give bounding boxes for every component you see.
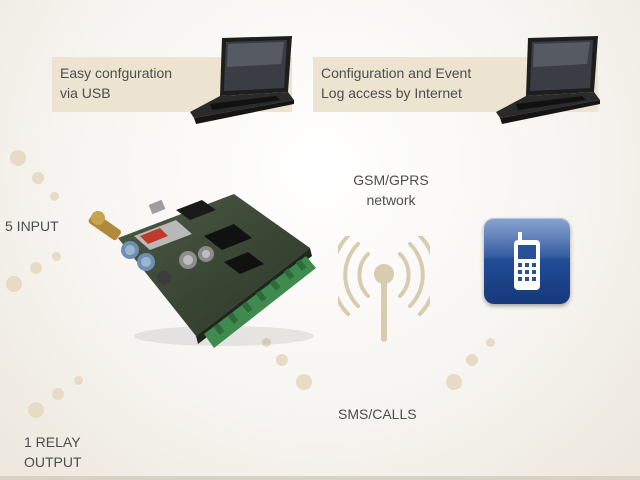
bottom-divider [0, 476, 640, 480]
internet-config-line-2: Log access by Internet [321, 85, 462, 101]
network-label-line-2: network [366, 192, 416, 208]
usb-config-line-2: via USB [60, 85, 111, 101]
gsm-module-board [88, 194, 316, 348]
network-label: GSM/GPRS network [341, 170, 441, 210]
mobile-phone-tile [484, 218, 570, 304]
mobile-phone-icon [514, 232, 540, 290]
signal-antenna-icon [338, 236, 430, 342]
relay-label-line-1: 1 RELAY [24, 434, 81, 450]
sms-calls-label: SMS/CALLS [338, 406, 417, 422]
internet-config-line-1: Configuration and Event [321, 65, 472, 81]
laptop-icon [496, 36, 600, 124]
relay-output-label: 1 RELAY OUTPUT [24, 432, 82, 472]
relay-label-line-2: OUTPUT [24, 454, 82, 470]
network-label-line-1: GSM/GPRS [353, 172, 429, 188]
usb-config-line-1: Easy confguration [60, 65, 173, 81]
input-label: 5 INPUT [5, 218, 59, 234]
laptop-icon [190, 36, 294, 124]
